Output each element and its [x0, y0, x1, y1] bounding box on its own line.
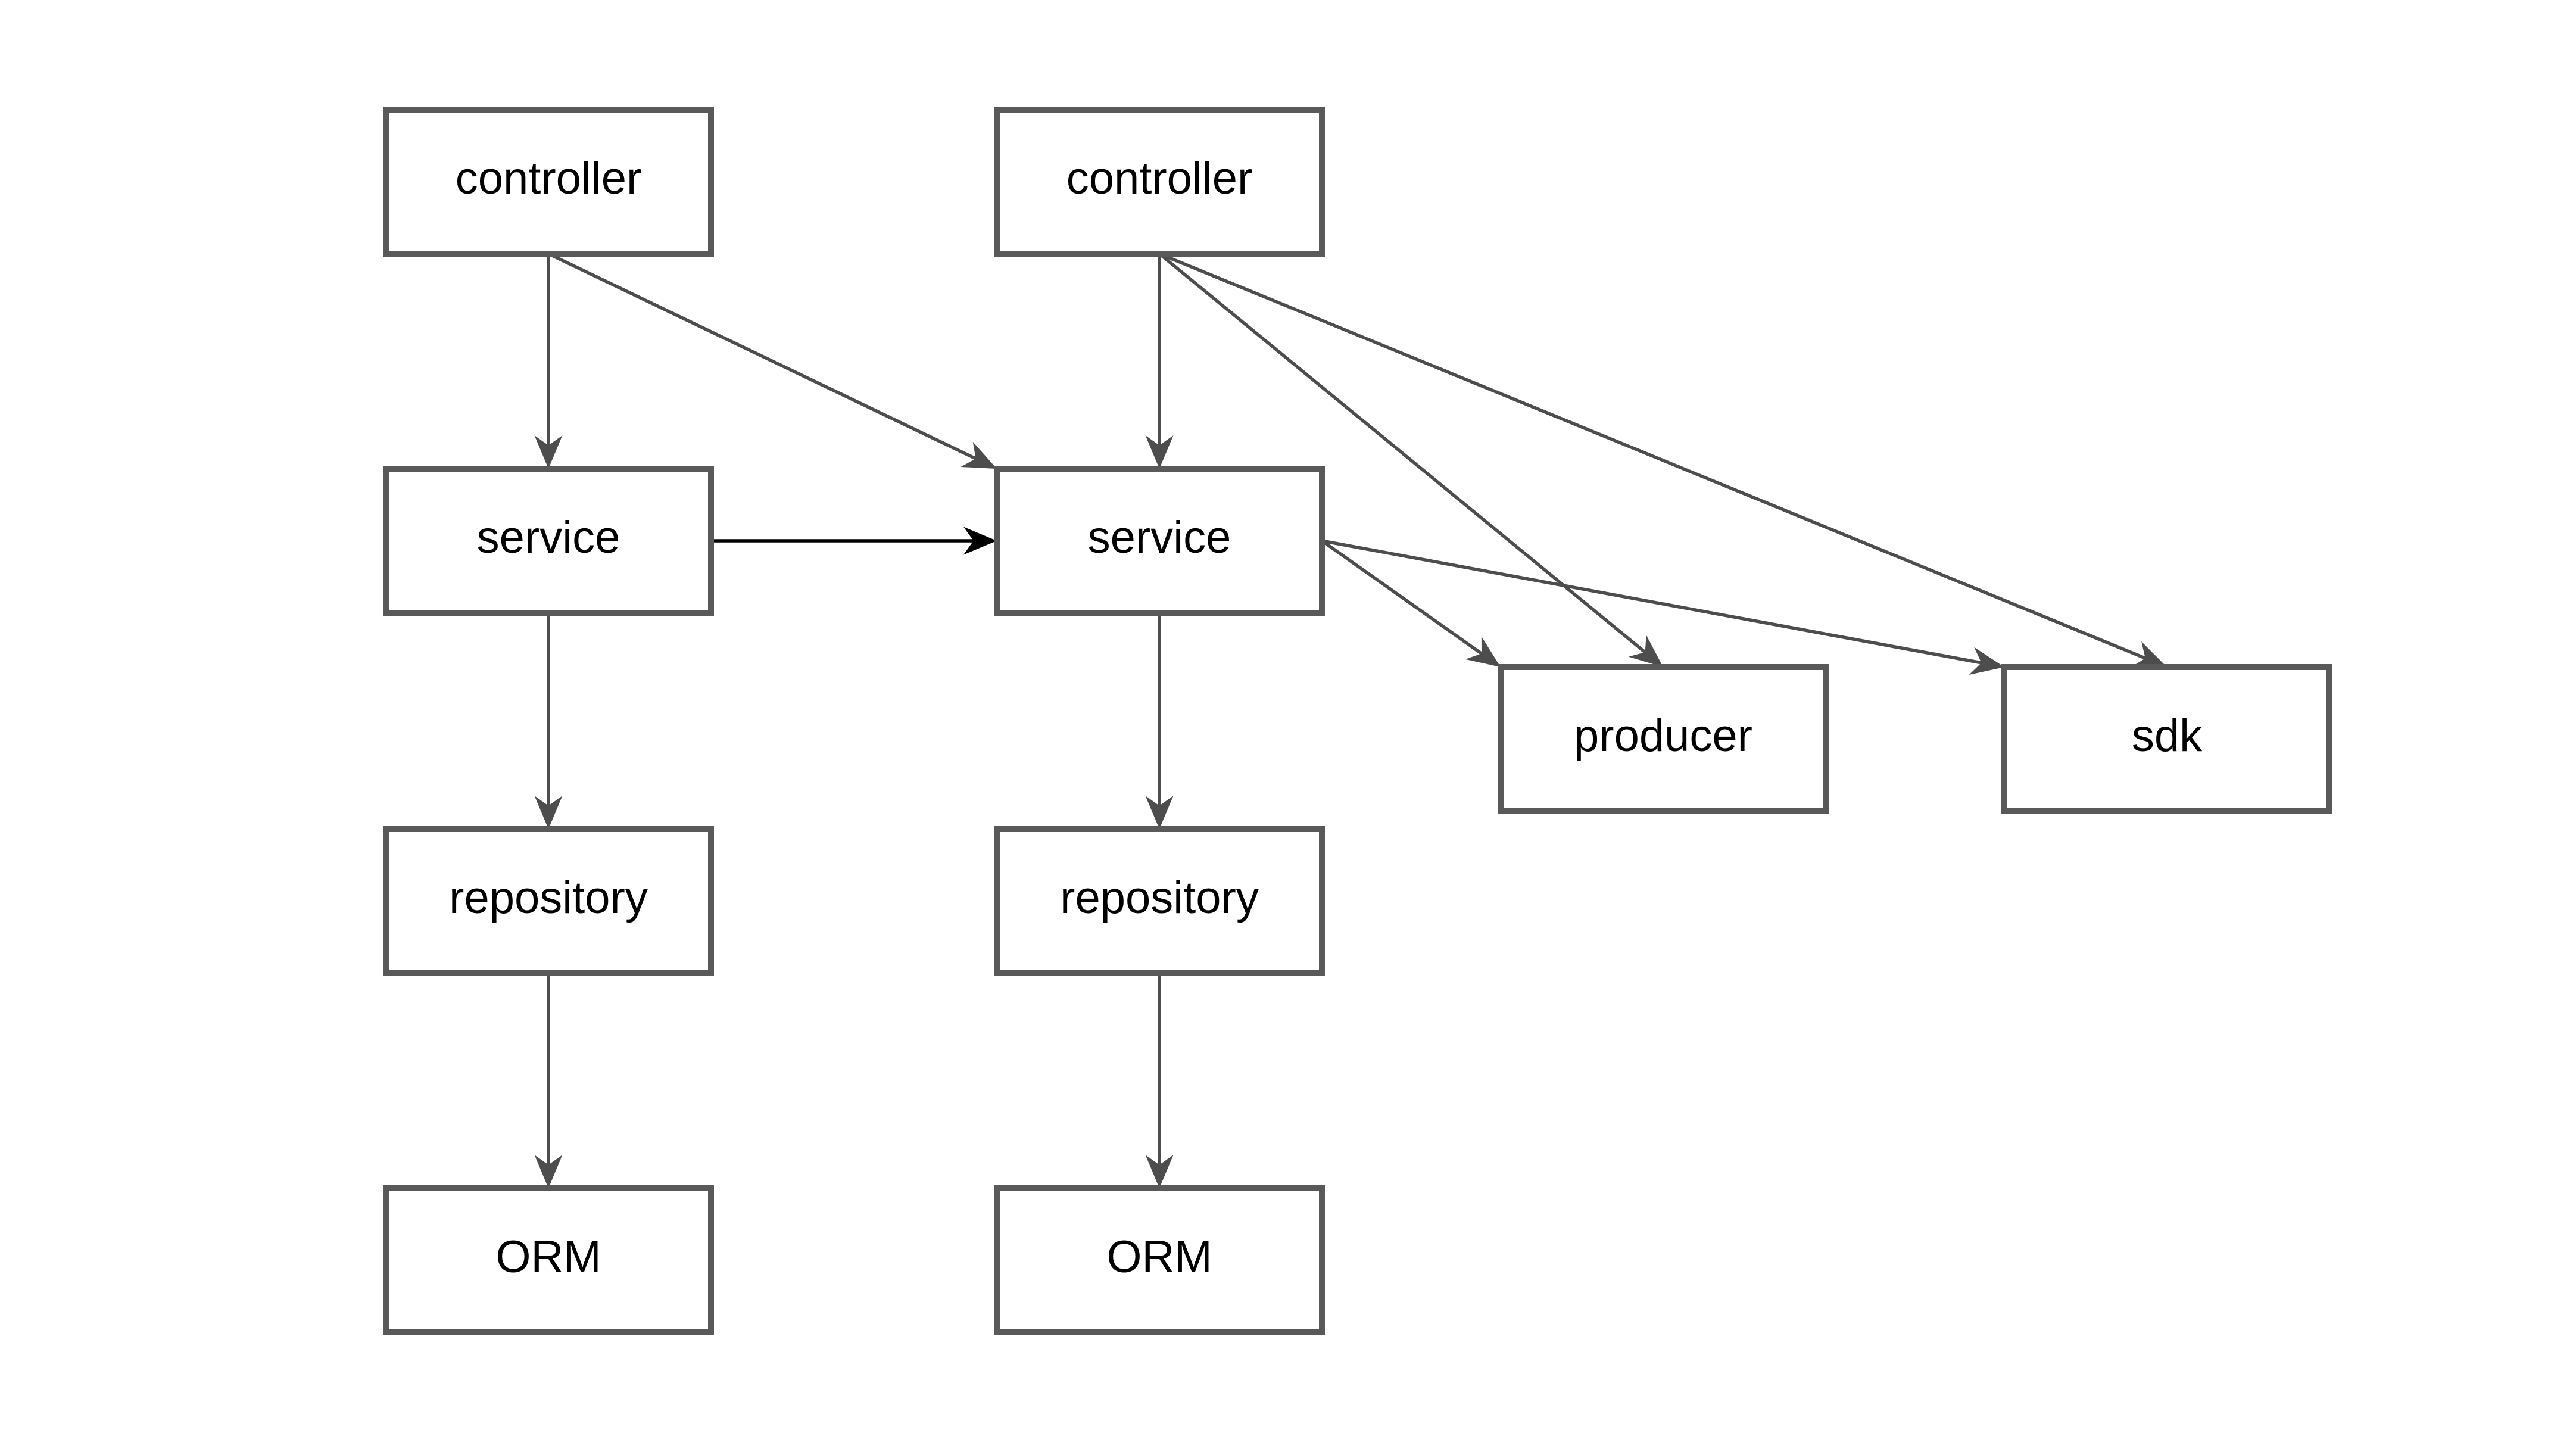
edge-line — [1321, 539, 1483, 655]
arrowhead-icon — [1145, 796, 1174, 829]
edge-service-right-to-sdk — [1321, 539, 2004, 675]
node-controller-right[interactable]: controller — [994, 107, 1325, 257]
node-label: ORM — [1106, 1232, 1212, 1282]
edge-service-left-to-service-right — [711, 527, 997, 555]
arrowhead-icon — [534, 1155, 563, 1188]
edge-line — [547, 252, 977, 460]
arrowhead-icon — [1628, 635, 1663, 667]
node-service-left[interactable]: service — [383, 466, 714, 616]
node-service-right[interactable]: service — [994, 466, 1325, 616]
edge-controller-right-to-service-right — [1145, 254, 1174, 469]
edge-repository-left-to-orm-left — [534, 973, 563, 1188]
edge-controller-right-to-sdk — [1158, 252, 2167, 668]
arrowhead-icon — [534, 435, 563, 469]
arrowhead-icon — [963, 527, 997, 555]
node-label: service — [477, 512, 620, 563]
node-producer[interactable]: producer — [1498, 664, 1829, 814]
edge-line — [1158, 252, 2146, 660]
edge-line — [1321, 539, 1982, 665]
node-orm-right[interactable]: ORM — [994, 1185, 1325, 1335]
edge-controller-left-to-service-left — [534, 254, 563, 469]
node-label: repository — [449, 873, 648, 923]
edge-service-left-to-repository-left — [534, 613, 563, 829]
edge-repository-right-to-orm-right — [1145, 973, 1174, 1188]
node-label: controller — [1066, 153, 1253, 204]
arrowhead-icon — [534, 796, 563, 829]
node-label: sdk — [2132, 711, 2203, 761]
arrowhead-icon — [1145, 1155, 1174, 1188]
edges — [534, 252, 2167, 1188]
edge-service-right-to-producer — [1321, 539, 1501, 667]
node-repository-right[interactable]: repository — [994, 826, 1325, 976]
node-label: service — [1088, 512, 1231, 563]
node-orm-left[interactable]: ORM — [383, 1185, 714, 1335]
nodes: controller controller service service re… — [383, 107, 2332, 1335]
node-label: controller — [456, 153, 642, 204]
node-sdk[interactable]: sdk — [2001, 664, 2332, 814]
arrowhead-icon — [1145, 435, 1174, 469]
arrowhead-icon — [2131, 641, 2167, 668]
edge-service-right-to-repository-right — [1145, 613, 1174, 829]
node-label: ORM — [495, 1232, 601, 1282]
arrowhead-icon — [960, 441, 997, 469]
node-repository-left[interactable]: repository — [383, 826, 714, 976]
edge-controller-left-to-service-right — [547, 252, 997, 469]
node-label: repository — [1060, 873, 1259, 923]
node-controller-left[interactable]: controller — [383, 107, 714, 257]
arrowhead-icon — [1969, 647, 2004, 675]
node-label: producer — [1574, 711, 1752, 761]
arrowhead-icon — [1465, 636, 1501, 667]
